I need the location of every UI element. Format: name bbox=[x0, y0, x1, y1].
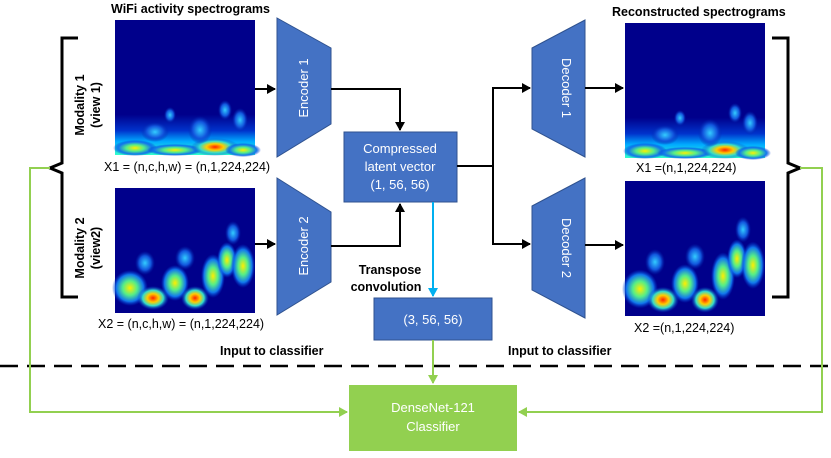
right-brace bbox=[772, 36, 804, 299]
classifier-input-left-label: Input to classifier bbox=[220, 344, 324, 358]
latent-line2: latent vector bbox=[365, 159, 436, 174]
arrow-left-brace-to-classifier bbox=[29, 167, 348, 417]
x1-output-shape: X1 =(n,1,224,224) bbox=[636, 161, 736, 175]
decoder-2-label: Decoder 2 bbox=[559, 218, 574, 278]
heading-input-spectrograms: WiFi activity spectrograms bbox=[111, 2, 270, 16]
modality-1-label: Modality 1 bbox=[73, 74, 87, 135]
transposed-shape-label: (3, 56, 56) bbox=[403, 312, 462, 327]
input-spectrogram-1 bbox=[113, 20, 261, 157]
latent-line1: Compressed bbox=[363, 141, 437, 156]
input-spectrogram-2 bbox=[112, 188, 255, 313]
heading-reconstructed: Reconstructed spectrograms bbox=[612, 5, 786, 19]
output-spectrogram-1 bbox=[623, 23, 771, 160]
encoder-2-block bbox=[276, 177, 332, 316]
classifier-box bbox=[349, 385, 517, 451]
arrow-encoder1-to-latent bbox=[331, 88, 405, 131]
x1-input-shape: X1 = (n,c,h,w) = (n,1,224,224) bbox=[104, 160, 270, 174]
decoder-2-block bbox=[531, 177, 586, 319]
classifier-input-right-label: Input to classifier bbox=[508, 344, 612, 358]
arrow-right-brace-to-classifier bbox=[518, 167, 823, 417]
decoder-1-block bbox=[531, 19, 586, 158]
decoder-1-label: Decoder 1 bbox=[559, 58, 574, 118]
classifier-line1: DenseNet-121 bbox=[391, 400, 475, 415]
modality-1-view: (view 1) bbox=[89, 82, 103, 128]
arrow-latent-to-decoder1 bbox=[492, 83, 531, 166]
transposed-shape-box bbox=[373, 297, 493, 341]
encoder-1-label: Encoder 1 bbox=[296, 58, 311, 117]
transpose-label-line1: Transpose bbox=[359, 263, 422, 277]
classifier-line2: Classifier bbox=[406, 419, 460, 434]
encoder-1-block bbox=[276, 17, 332, 158]
x2-input-shape: X2 = (n,c,h,w) = (n,1,224,224) bbox=[98, 317, 264, 331]
x2-output-shape: X2 =(n,1,224,224) bbox=[634, 321, 734, 335]
latent-line3: (1, 56, 56) bbox=[370, 177, 429, 192]
transpose-label-line2: convolution bbox=[351, 280, 422, 294]
modality-2-view: (view2) bbox=[89, 227, 103, 269]
output-spectrogram-2 bbox=[622, 181, 765, 316]
arrow-encoder2-to-latent bbox=[331, 203, 405, 247]
arrow-latent-to-decoder2 bbox=[492, 166, 531, 249]
encoder-2-label: Encoder 2 bbox=[296, 216, 311, 275]
modality-2-label: Modality 2 bbox=[73, 217, 87, 278]
latent-vector-box bbox=[343, 131, 458, 203]
